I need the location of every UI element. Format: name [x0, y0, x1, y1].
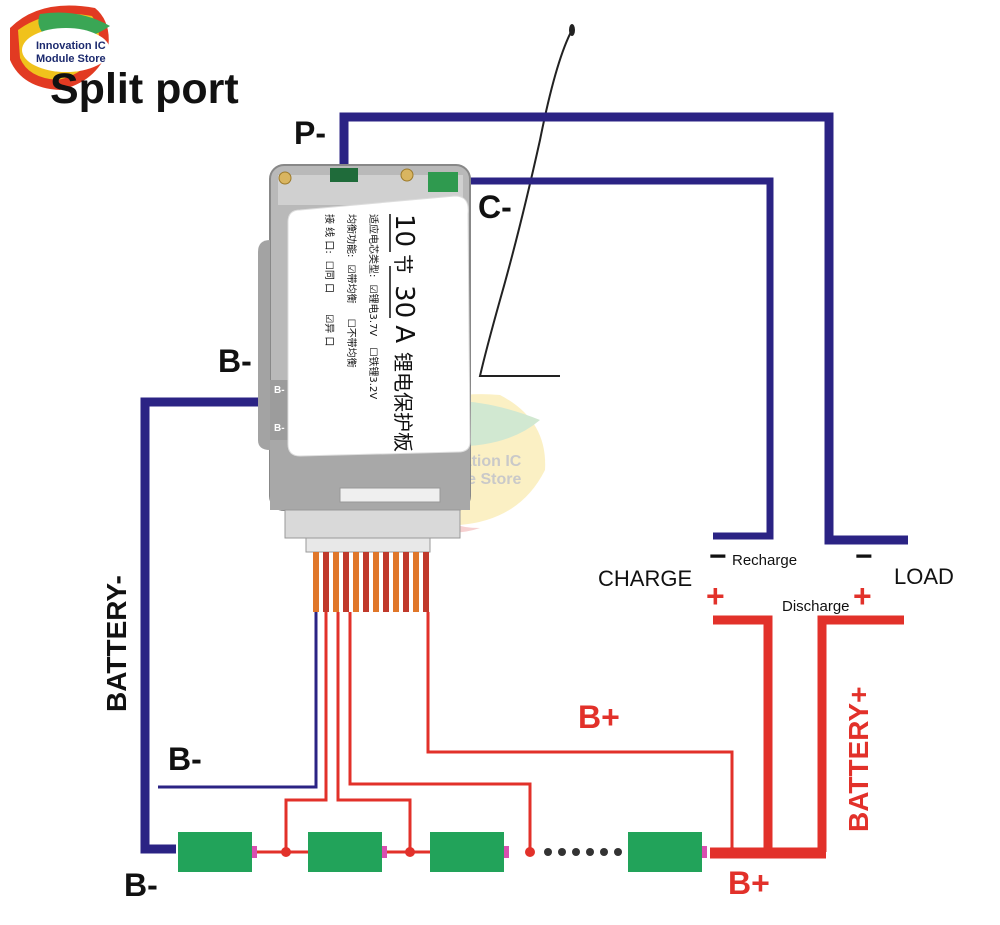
pad-label-b1: B- — [274, 385, 285, 396]
label-row2-opt1: 带均衡 — [345, 274, 357, 304]
label-current: 30 — [389, 285, 419, 318]
svg-text:接 线 口: ☐同 口: 接 线 口: ☐同 口 ☑异 口 — [323, 214, 336, 346]
svg-text:均衡功能: ☑带均衡 ☐不带: 均衡功能: ☑带均衡 ☐不带均衡 — [345, 214, 358, 368]
terminal-c-minus: C- — [478, 189, 512, 225]
board-label-sticker: 10 节 30 A 锂电保护板 适应电芯类型: ☑锂电3.7V ☐铁锂3.2V … — [287, 195, 471, 457]
label-cells: 10 — [389, 214, 419, 247]
antenna-wire — [478, 29, 573, 377]
label-cells-unit: 节 — [391, 254, 415, 274]
discharge-label: Discharge — [782, 598, 850, 615]
terminal-b-plus-wire: B+ — [578, 699, 620, 735]
label-row2-label: 均衡功能: — [345, 214, 358, 257]
battery-cell — [628, 832, 707, 872]
logo-text-line2: Module Store — [36, 53, 106, 65]
terminal-b-minus-board: B- — [218, 343, 252, 379]
junction-dots — [281, 847, 737, 857]
terminal-b-minus-wire: B- — [168, 741, 202, 777]
brand-logo: Innovation IC Module Store — [10, 5, 111, 90]
battery-cell — [308, 832, 387, 872]
label-row1-opt1: 锂电3.7V — [367, 294, 380, 337]
label-row3-opt2: 异 口 — [323, 323, 335, 346]
charge-port-label: CHARGE — [598, 566, 692, 591]
battery-positive-label: BATTERY+ — [843, 687, 874, 832]
label-current-unit: A — [389, 325, 419, 343]
logo-text-line1: Innovation IC — [36, 40, 106, 52]
pad-label-b2: B- — [274, 423, 285, 434]
load-port-label: LOAD — [894, 564, 954, 589]
recharge-label: Recharge — [732, 552, 797, 569]
label-row3-label: 接 线 口: — [323, 214, 336, 254]
battery-cells — [178, 832, 737, 872]
label-row1-opt2: 铁锂3.2V — [367, 356, 380, 399]
charge-plus-sign: + — [706, 578, 725, 614]
load-plus-sign: + — [853, 578, 872, 614]
svg-text:适应电芯类型: ☑锂电3.7V: 适应电芯类型: ☑锂电3.7V ☐铁锂3.2V — [367, 214, 380, 399]
battery-negative-label: BATTERY- — [101, 575, 132, 712]
label-row2-opt2: 不带均衡 — [345, 328, 357, 368]
balance-cable — [305, 537, 431, 612]
page-title: Split port — [50, 65, 239, 113]
charge-minus-sign: − — [709, 540, 727, 573]
label-product: 锂电保护板 — [391, 352, 415, 452]
label-row3-opt1: 同 口 — [323, 270, 335, 293]
label-row1-label: 适应电芯类型: — [367, 214, 380, 277]
terminal-p-minus: P- — [294, 115, 326, 151]
terminal-b-minus-bottom: B- — [124, 867, 158, 903]
svg-text:10 节 30: 10 节 30 A 锂电保护板 — [389, 214, 419, 452]
load-minus-sign: − — [855, 540, 873, 573]
cell-ellipsis-dots — [544, 848, 622, 856]
battery-cell — [178, 832, 257, 872]
negative-wiring — [140, 112, 908, 854]
terminal-b-plus-bottom: B+ — [728, 865, 770, 901]
battery-cell — [430, 832, 509, 872]
